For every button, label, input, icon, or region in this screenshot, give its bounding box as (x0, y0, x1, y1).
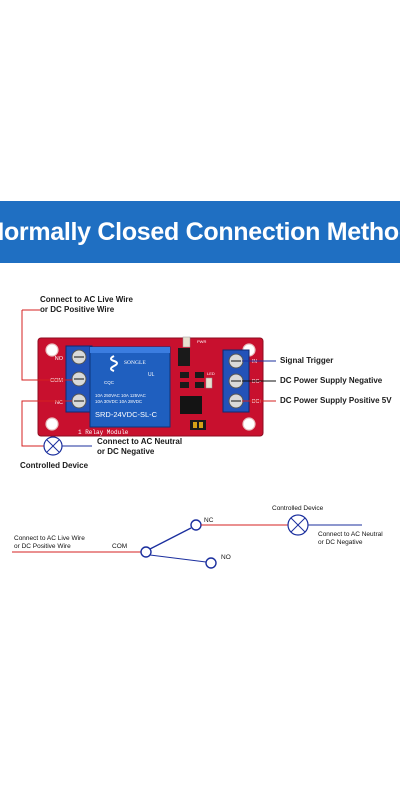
title-banner: Normally Closed Connection Method (0, 201, 400, 263)
cqc-mark: CQC (104, 380, 115, 385)
pin-label-nc: NC (55, 400, 63, 406)
ul-mark: UL (148, 372, 155, 378)
schematic-nc-label: NC (204, 517, 214, 524)
no-terminal-icon (205, 557, 217, 569)
schematic-com-label: COM (112, 543, 128, 550)
com-terminal-icon (140, 546, 152, 558)
label-controlled-device: Controlled Device (20, 461, 89, 470)
relay-model: SRD-24VDC-SL-C (95, 410, 158, 419)
schematic-ac-neutral-label: Connect to AC Neutral or DC Negative (318, 531, 383, 546)
rating-line-1: 10A 250VAC 10A 125VAC (95, 393, 146, 398)
mounting-hole-icon (242, 417, 256, 431)
transistor (178, 348, 190, 366)
screw-icon (71, 393, 87, 409)
power-led-label: PWR (197, 339, 206, 344)
pin-label-dc-plus: DC+ (252, 399, 262, 405)
pin-label-in: IN (252, 359, 257, 365)
label-signal-trigger: Signal Trigger (280, 356, 334, 365)
screw-icon (228, 393, 244, 409)
schematic-controlled-device-label: Controlled Device (272, 505, 324, 512)
relay-brand: SONGLE (124, 360, 146, 366)
label-dc-negative: DC Power Supply Negative (280, 376, 383, 385)
lamp-icon (43, 436, 63, 456)
schematic-ac-live-label: Connect to AC Live Wire or DC Positive W… (14, 535, 85, 550)
power-led (182, 336, 191, 348)
rating-line-2: 10A 30VDC 10A 28VDC (95, 399, 142, 404)
label-ac-live: Connect to AC Live Wire or DC Positive W… (40, 295, 133, 314)
screw-icon (228, 353, 244, 369)
screw-icon (71, 371, 87, 387)
trigger-led (205, 377, 213, 389)
label-ac-neutral: Connect to AC Neutral or DC Negative (97, 437, 183, 456)
board-caption-1: 1 Relay Module (78, 429, 129, 436)
pin-label-dc-minus: DC- (252, 379, 261, 385)
leader-ac-live (21, 310, 72, 381)
page-title: Normally Closed Connection Method (0, 217, 400, 246)
jumper (190, 420, 206, 430)
leader-nc (21, 400, 72, 447)
trigger-led-label: LED (207, 371, 215, 376)
mounting-hole-icon (45, 343, 59, 357)
relay-component (89, 346, 171, 428)
switch-contact (149, 527, 192, 550)
schematic-no-label: NO (221, 554, 231, 561)
nc-terminal-icon (190, 519, 202, 531)
screw-icon (228, 373, 244, 389)
lamp-icon (287, 514, 309, 536)
screw-icon (71, 349, 87, 365)
pin-label-com: COM (50, 378, 63, 384)
label-dc-positive: DC Power Supply Positive 5V (280, 396, 392, 405)
songle-logo-icon (110, 355, 118, 372)
board-caption-2: high/low level trigger (78, 436, 158, 443)
pin-label-no: NO (55, 356, 64, 362)
optocoupler (180, 396, 202, 414)
mounting-hole-icon (45, 417, 59, 431)
